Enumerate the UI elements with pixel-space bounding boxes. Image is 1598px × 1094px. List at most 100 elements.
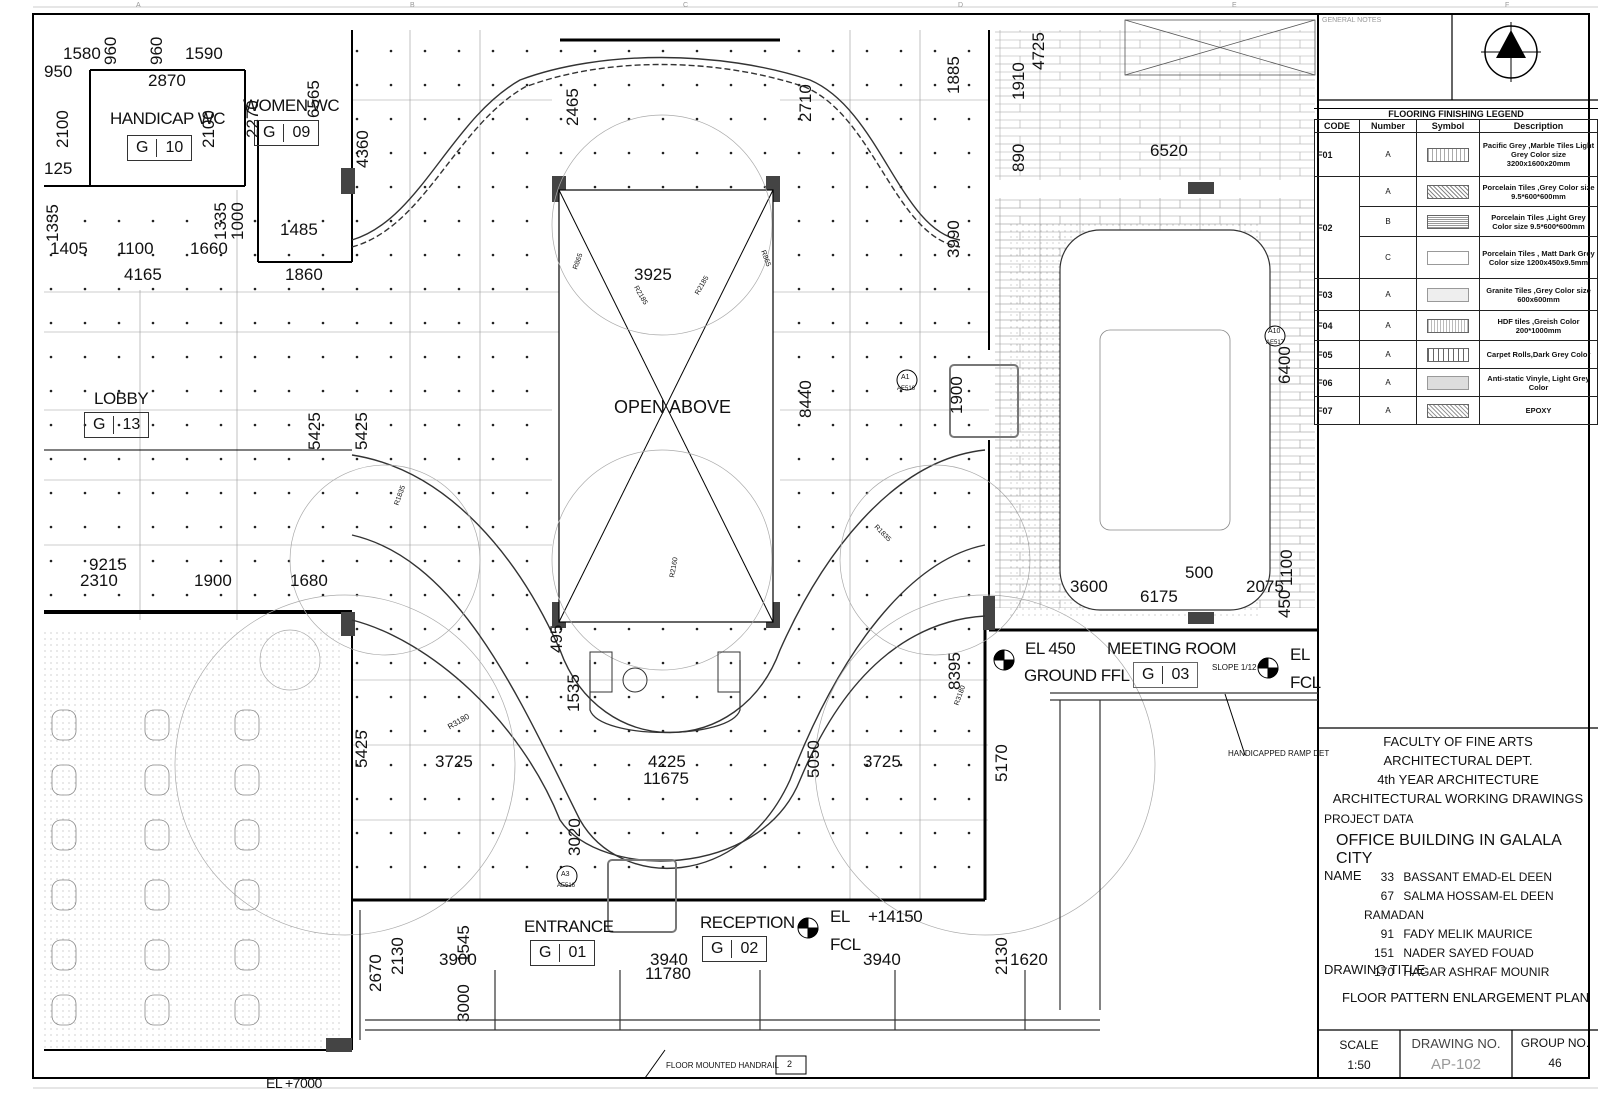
legend-symbol — [1416, 396, 1480, 425]
room-name-women-wc: WOMEN WC — [243, 96, 340, 115]
dim: 1000 — [228, 202, 247, 240]
dim: 2710 — [796, 84, 815, 122]
legend-symbol — [1416, 278, 1480, 311]
dim: 1660 — [190, 239, 228, 258]
dim: 3725 — [435, 752, 473, 771]
callout-a10: A10 — [1268, 328, 1281, 335]
dim: 1100 — [117, 239, 154, 258]
level-el-reception: EL — [830, 907, 850, 926]
legend-header-row: CODE Number Symbol Description — [1314, 119, 1598, 133]
room-tag-number: 09 — [283, 124, 318, 142]
room-tag-letter: G — [136, 139, 149, 156]
legend-symbol — [1416, 310, 1480, 341]
dim: 2130 — [388, 937, 407, 975]
legend-description: Granite Tiles ,Grey Color size 600x600mm — [1479, 278, 1598, 311]
legend-header-symbol: Symbol — [1416, 119, 1480, 133]
legend-symbol — [1416, 206, 1480, 237]
room-name-handicap-wc: HANDICAP WC — [110, 109, 226, 128]
student-number: 151 — [1373, 946, 1394, 960]
dim: 2100 — [53, 110, 72, 148]
legend-number: A — [1359, 278, 1417, 311]
dim: 1535 — [564, 674, 583, 712]
handrail-note: FLOOR MOUNTED HANDRAIL — [666, 1061, 779, 1070]
dim: 3725 — [863, 752, 901, 771]
general-notes-label: GENERAL NOTES — [1322, 17, 1382, 24]
legend-symbol — [1416, 340, 1480, 369]
room-tag-letter: G — [1142, 666, 1155, 683]
drawings-line: ARCHITECTURAL WORKING DRAWINGS — [1332, 791, 1584, 806]
student-name: FADY MELIK MAURICE — [1403, 927, 1533, 941]
legend-row: F02 A Porcelain Tiles ,Grey Color size 9… — [1314, 176, 1598, 279]
group-label: GROUP NO. — [1520, 1036, 1590, 1050]
dim: 1580 — [63, 44, 101, 63]
room-name-lobby: LOBBY — [94, 389, 149, 408]
room-tag-letter: G — [711, 940, 724, 957]
student-number: 91 — [1380, 927, 1394, 941]
dim: 890 — [1009, 143, 1028, 172]
title-block-header: FACULTY OF FINE ARTS ARCHITECTURAL DEPT.… — [1318, 732, 1598, 808]
dim: 3990 — [944, 220, 963, 258]
room-tag-number: 03 — [1162, 666, 1197, 684]
grid-label-f: F — [1505, 2, 1510, 9]
scale-label: SCALE — [1339, 1038, 1379, 1052]
room-tag-letter: G — [263, 124, 276, 141]
dim: 3600 — [1070, 577, 1108, 596]
legend-code: F04 — [1314, 310, 1360, 341]
grid-label-d: D — [958, 2, 964, 9]
level-fcl-right: FCL — [1290, 673, 1321, 692]
callout-a10-sheet: AE517 — [1266, 340, 1285, 346]
slope-label: SLOPE 1/12 — [1212, 663, 1257, 672]
legend-code: F05 — [1314, 340, 1360, 369]
legend-number: A — [1359, 340, 1417, 369]
dim: 6400 — [1275, 346, 1294, 384]
student-name: SALMA HOSSAM-EL DEEN RAMADAN — [1364, 889, 1554, 922]
legend-code: F06 — [1314, 368, 1360, 397]
legend-title: FLOORING FINISHING LEGEND — [1314, 108, 1598, 119]
legend-symbol — [1416, 132, 1480, 177]
dim: 125 — [44, 159, 73, 178]
dim: 1900 — [947, 376, 966, 414]
student-row: 91 FADY MELIK MAURICE — [1364, 925, 1598, 944]
room-tag-number: 02 — [731, 940, 766, 958]
dim: 1335 — [43, 204, 62, 242]
project-data-label: PROJECT DATA — [1324, 812, 1414, 826]
legend-row: F06 A Anti-static Vinyle, Light Grey Col… — [1314, 368, 1598, 397]
level-fcl-reception: FCL — [830, 935, 861, 954]
drawing-no-label: DRAWING NO. — [1411, 1036, 1501, 1051]
dim: 2870 — [148, 71, 186, 90]
dim: 5170 — [992, 744, 1011, 782]
legend-number: C — [1359, 236, 1417, 279]
legend-symbol — [1416, 368, 1480, 397]
dim: 1900 — [194, 571, 232, 590]
drawing-title: FLOOR PATTERN ENLARGEMENT PLAN — [1342, 990, 1590, 1005]
dim: 1680 — [290, 571, 328, 590]
dept-line: ARCHITECTURAL DEPT. — [1383, 753, 1533, 768]
dim: 5050 — [804, 740, 823, 778]
open-above-label: OPEN ABOVE — [614, 397, 732, 417]
legend-number: A — [1359, 132, 1417, 177]
dim: 4725 — [1029, 32, 1048, 70]
dim: 6520 — [1150, 141, 1188, 160]
faculty-line: FACULTY OF FINE ARTS — [1383, 734, 1533, 749]
level-plus: +14150 — [868, 907, 923, 926]
dim: 6565 — [304, 80, 323, 118]
grid-label-c: C — [683, 2, 689, 9]
dim: 960 — [147, 36, 166, 65]
room-name-entrance: ENTRANCE — [524, 917, 614, 936]
legend-description: EPOXY — [1479, 396, 1598, 425]
legend-row: F07 A EPOXY — [1314, 396, 1598, 425]
dim: 6175 — [1140, 587, 1178, 606]
level-el-450: EL 450 — [1025, 639, 1076, 658]
dim: 3000 — [454, 984, 473, 1022]
room-tag-letter: G — [93, 416, 106, 433]
legend-number: A — [1359, 310, 1417, 341]
room-tag-letter: G — [539, 944, 552, 961]
student-list: 33 BASSANT EMAD-EL DEEN 67 SALMA HOSSAM-… — [1364, 868, 1598, 982]
dim: 2130 — [992, 937, 1011, 975]
legend-description: Anti-static Vinyle, Light Grey Color — [1479, 368, 1598, 397]
